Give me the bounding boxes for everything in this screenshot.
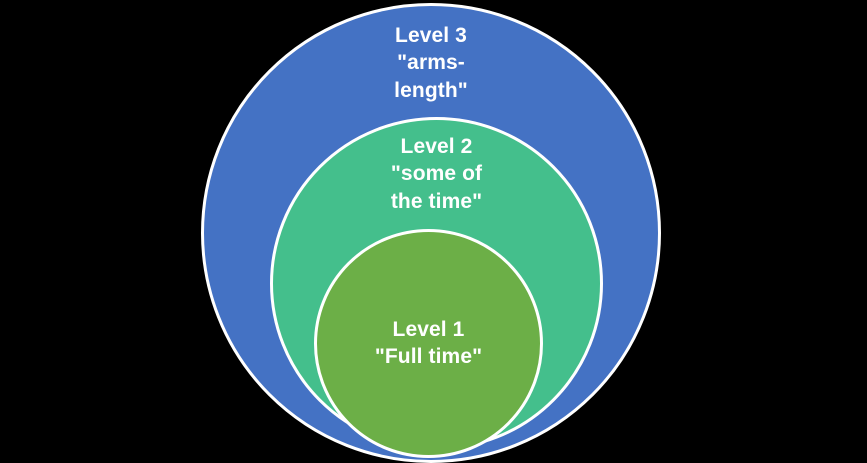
circle-level-1[interactable]: Level 1 "Full time" <box>314 229 543 458</box>
circle-level-1-label: Level 1 "Full time" <box>374 318 483 369</box>
circle-level-3-label: Level 3 "arms- length" <box>394 24 468 102</box>
circle-level-2-label: Level 2 "some of the time" <box>390 135 483 213</box>
